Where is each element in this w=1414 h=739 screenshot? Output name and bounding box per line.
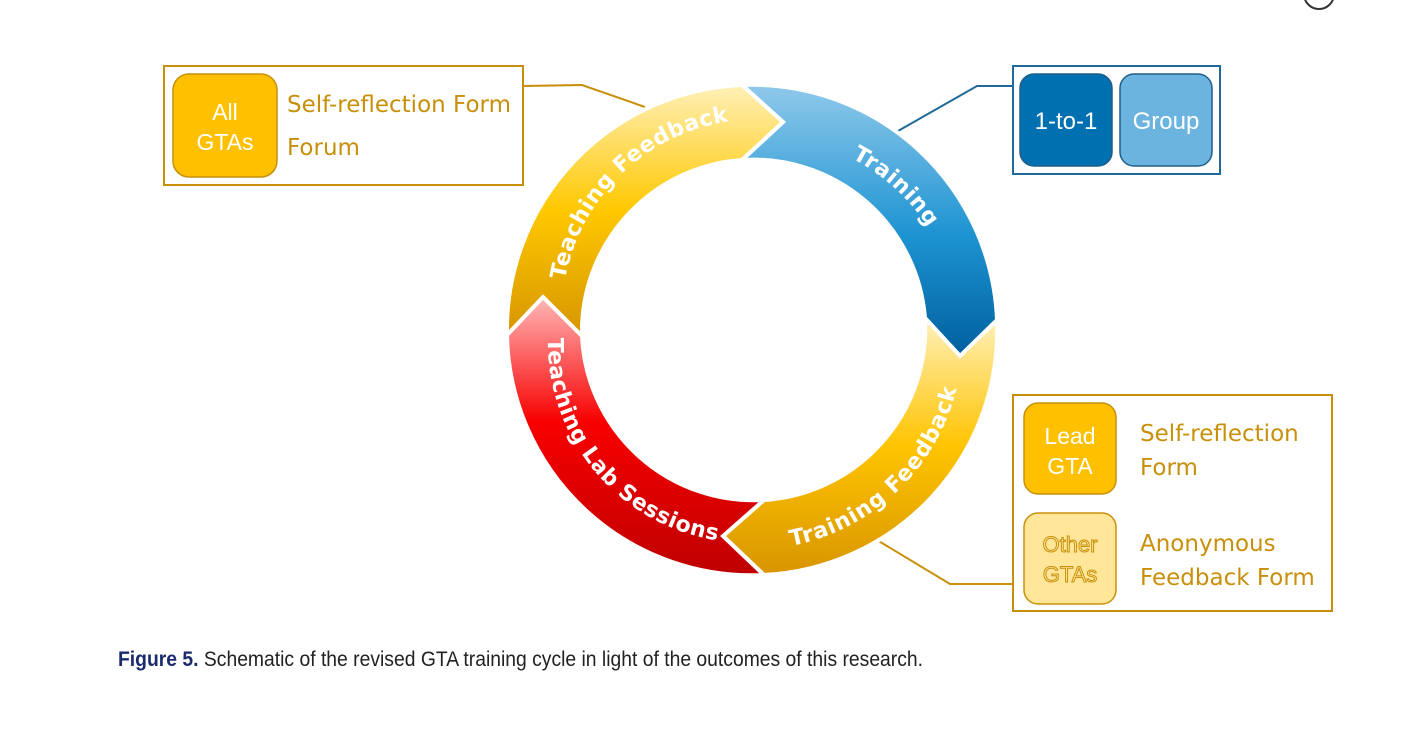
connector-line-teaching-feedback <box>522 83 646 108</box>
callout-item-feedback-form: Feedback Form <box>1140 565 1315 591</box>
callout-training: 1-to-1 Group <box>1012 65 1221 175</box>
badge-other-gtas-line1: Other <box>1042 532 1097 557</box>
segment-training-feedback <box>720 312 1000 578</box>
badge-group-label: Group <box>1133 108 1200 135</box>
segment-teaching-feedback <box>504 82 786 341</box>
badge-all-gtas-line2: GTAs <box>196 129 253 155</box>
badge-lead-gta <box>1023 402 1117 495</box>
badge-other-gtas-line2: GTAs <box>1043 562 1098 587</box>
badge-1-to-1 <box>1019 73 1113 167</box>
figure-caption-text: Schematic of the revised GTA training cy… <box>198 648 924 671</box>
badge-group <box>1119 73 1213 167</box>
callout-item-self-reflection-form: Self-reflection Form <box>287 92 511 118</box>
figure-caption-label: Figure 5. <box>118 648 199 671</box>
callout-item-form: Form <box>1140 455 1198 481</box>
callout-training-feedback: Lead GTA Self-reflection Form Other GTAs… <box>1012 394 1333 612</box>
callout-item-forum: Forum <box>287 135 360 161</box>
badge-other-gtas <box>1023 512 1117 605</box>
callout-teaching-feedback: All GTAs Self-reflection Form Forum <box>163 65 524 186</box>
badge-lead-gta-line1: Lead <box>1044 423 1095 449</box>
callout-item-self-reflection: Self-reflection <box>1140 421 1299 447</box>
badge-1-to-1-label: 1-to-1 <box>1035 108 1098 135</box>
figure-caption: Figure 5. Schematic of the revised GTA t… <box>118 648 923 672</box>
connector-line-training-feedback <box>876 539 1013 585</box>
badge-all-gtas-line1: All <box>212 99 238 125</box>
badge-all-gtas <box>172 73 278 178</box>
callout-item-anonymous: Anonymous <box>1140 531 1276 557</box>
badge-lead-gta-line2: GTA <box>1047 453 1093 479</box>
connector-line-training <box>897 85 1013 132</box>
